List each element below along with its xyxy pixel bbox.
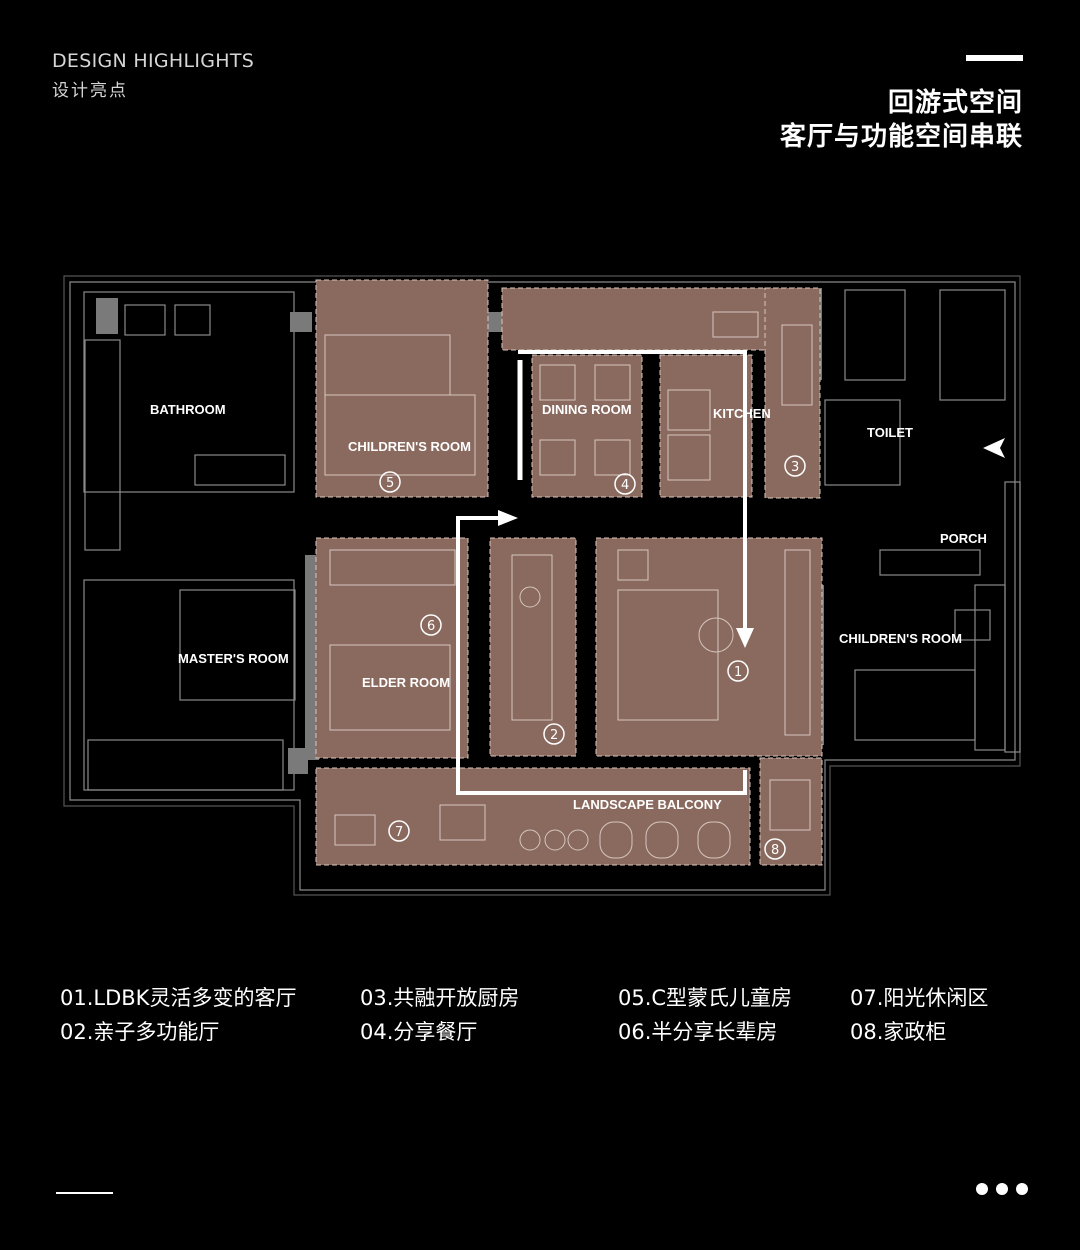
room-label-toilet: TOILET (867, 425, 913, 440)
zone-childrens-room (315, 279, 489, 498)
room-label-childrens-room-1: CHILDREN'S ROOM (348, 439, 471, 454)
legend-item-8: 08.家政柜 (850, 1020, 947, 1044)
room-label-landscape-balcony: LANDSCAPE BALCONY (573, 797, 722, 812)
marker-4: 4 (621, 478, 629, 493)
marker-8: 8 (771, 843, 779, 858)
legend-item-2: 02.亲子多功能厅 (60, 1020, 220, 1044)
legend-item-6: 06.半分享长辈房 (618, 1020, 778, 1044)
legend-item-4: 04.分享餐厅 (360, 1020, 478, 1044)
zone-kitchen (764, 287, 821, 499)
legend-item-7: 07.阳光休闲区 (850, 986, 989, 1010)
zone-living-room (595, 537, 823, 757)
dot-1 (976, 1183, 988, 1195)
marker-1: 1 (734, 665, 742, 680)
dot-3 (1016, 1183, 1028, 1195)
zone-elder-room (315, 537, 469, 759)
furniture-lines (324, 311, 813, 859)
footer-line (56, 1192, 113, 1194)
zone-family-room (489, 537, 577, 757)
room-label-elder-room: ELDER ROOM (362, 675, 450, 690)
title-line-1: 回游式空间 (887, 88, 1023, 118)
zone-kitchen-counter (501, 287, 803, 351)
room-label-kitchen: KITCHEN (713, 406, 771, 421)
room-labels: BATHROOM CHILDREN'S ROOM DINING ROOM KIT… (150, 402, 987, 812)
title-line-2: 客厅与功能空间串联 (779, 122, 1023, 152)
marker-7: 7 (395, 825, 403, 840)
room-label-porch: PORCH (940, 531, 987, 546)
marker-2: 2 (550, 728, 558, 743)
dot-2 (996, 1183, 1008, 1195)
marker-3: 3 (791, 460, 799, 475)
marker-6: 6 (427, 619, 435, 634)
zone-storage-cabinet (759, 757, 823, 866)
marker-5: 5 (386, 476, 394, 491)
room-label-masters-room: MASTER'S ROOM (178, 651, 289, 666)
zone-kitchen-island (659, 354, 753, 498)
legend-item-5: 05.C型蒙氏儿童房 (618, 986, 793, 1010)
zone-balcony (315, 767, 751, 866)
zone-dining (531, 354, 643, 498)
header-label-cn: 设计亮点 (52, 81, 128, 101)
room-label-bathroom: BATHROOM (150, 402, 226, 417)
room-label-childrens-room-2: CHILDREN'S ROOM (839, 631, 962, 646)
entrance-arrow-icon (983, 438, 1005, 458)
room-label-dining-room: DINING ROOM (542, 402, 632, 417)
zone-markers: 1 2 3 4 5 6 7 8 (379, 455, 806, 860)
decorative-bar (966, 55, 1023, 61)
legend-item-1: 01.LDBK灵活多变的客厅 (60, 986, 297, 1010)
more-dots-icon[interactable] (976, 1183, 1028, 1195)
circulation-path (456, 350, 754, 795)
header-label-en: DESIGN HIGHLIGHTS (52, 50, 255, 72)
legend-item-3: 03.共融开放厨房 (360, 986, 520, 1010)
highlight-zones (315, 279, 823, 866)
